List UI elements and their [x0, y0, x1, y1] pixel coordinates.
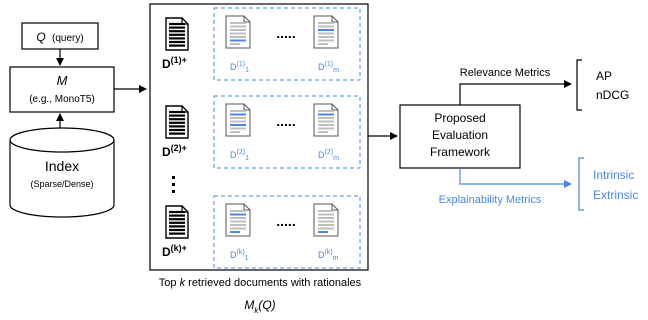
query-symbol: Q: [36, 30, 45, 44]
retrieved-document-label: D(k)+: [162, 243, 187, 259]
retrieved-document-label: D(1)+: [162, 55, 187, 71]
index-cylinder: Index (Sparse/Dense): [9, 127, 115, 218]
rationales-box: [213, 7, 361, 81]
horizontal-ellipsis: .....: [276, 113, 295, 129]
index-title: Index: [45, 158, 79, 174]
retrieved-document-label: D(2)+: [162, 143, 187, 159]
rationales-box: [213, 95, 361, 169]
rationale-last-label: D(k)m: [318, 249, 339, 262]
rationale-document-last-icon: [313, 15, 339, 49]
explainability-item-extrinsic: Extrinsic: [593, 188, 638, 202]
svg-text:Q (query): Q (query): [36, 30, 83, 44]
rationale-document-first-icon: [225, 103, 251, 137]
query-box: Q (query): [21, 22, 99, 50]
relevance-label: Relevance Metrics: [460, 67, 551, 79]
relevance-item-ap: AP: [596, 69, 612, 83]
retrieved-document-icon: [165, 205, 189, 239]
document-row-3: D(k)+ D(k)1 D(k)m.....: [162, 195, 361, 269]
rationale-last-label: D(1)m: [318, 61, 339, 74]
explainability-bracket: [578, 157, 584, 211]
horizontal-ellipsis: .....: [276, 25, 295, 41]
framework-box: Proposed Evaluation Framework: [399, 104, 521, 169]
framework-line-1: Proposed: [434, 111, 485, 125]
relevance-arrow: [459, 80, 572, 105]
model-box: M (e.g., MonoT5): [9, 66, 115, 113]
caption-formula: Mk(Q): [244, 298, 275, 315]
index-subtitle: (Sparse/Dense): [30, 179, 93, 189]
retrieved-document-icon: [165, 17, 189, 51]
query-suffix: (query): [52, 33, 84, 44]
model-symbol: M: [57, 73, 68, 88]
rationale-document-last-icon: [313, 103, 339, 137]
model-example: (e.g., MonoT5): [29, 94, 95, 105]
framework-line-3: Framework: [430, 145, 491, 159]
horizontal-ellipsis: .....: [276, 213, 295, 229]
relevance-item-ndcg: nDCG: [596, 88, 629, 102]
caption-text: Top k retrieved documents with rationale…: [159, 277, 362, 289]
rationale-first-label: D(2)1: [230, 149, 249, 162]
framework-line-2: Evaluation: [432, 128, 488, 142]
document-rows: D(1)+ D(1)1 D(1)m..... D(2)+ D(2)1 D(2)m.....…: [162, 7, 361, 269]
rationale-first-label: D(k)1: [230, 249, 249, 262]
vertical-ellipsis: [172, 176, 175, 193]
rationale-document-first-icon: [225, 15, 251, 49]
rationale-first-label: D(1)1: [230, 61, 249, 74]
relevance-bracket: [576, 59, 582, 111]
explainability-label: Explainability Metrics: [439, 194, 542, 206]
document-row-2: D(2)+ D(2)1 D(2)m.....: [162, 95, 361, 169]
rationale-document-last-icon: [313, 203, 339, 237]
explainability-arrow: [459, 168, 572, 188]
document-row-1: D(1)+ D(1)1 D(1)m.....: [162, 7, 361, 81]
rationale-last-label: D(2)m: [318, 149, 339, 162]
rationale-document-first-icon: [225, 203, 251, 237]
retrieved-document-icon: [165, 105, 189, 139]
explainability-item-intrinsic: Intrinsic: [593, 168, 634, 182]
rationales-box: [213, 195, 361, 269]
